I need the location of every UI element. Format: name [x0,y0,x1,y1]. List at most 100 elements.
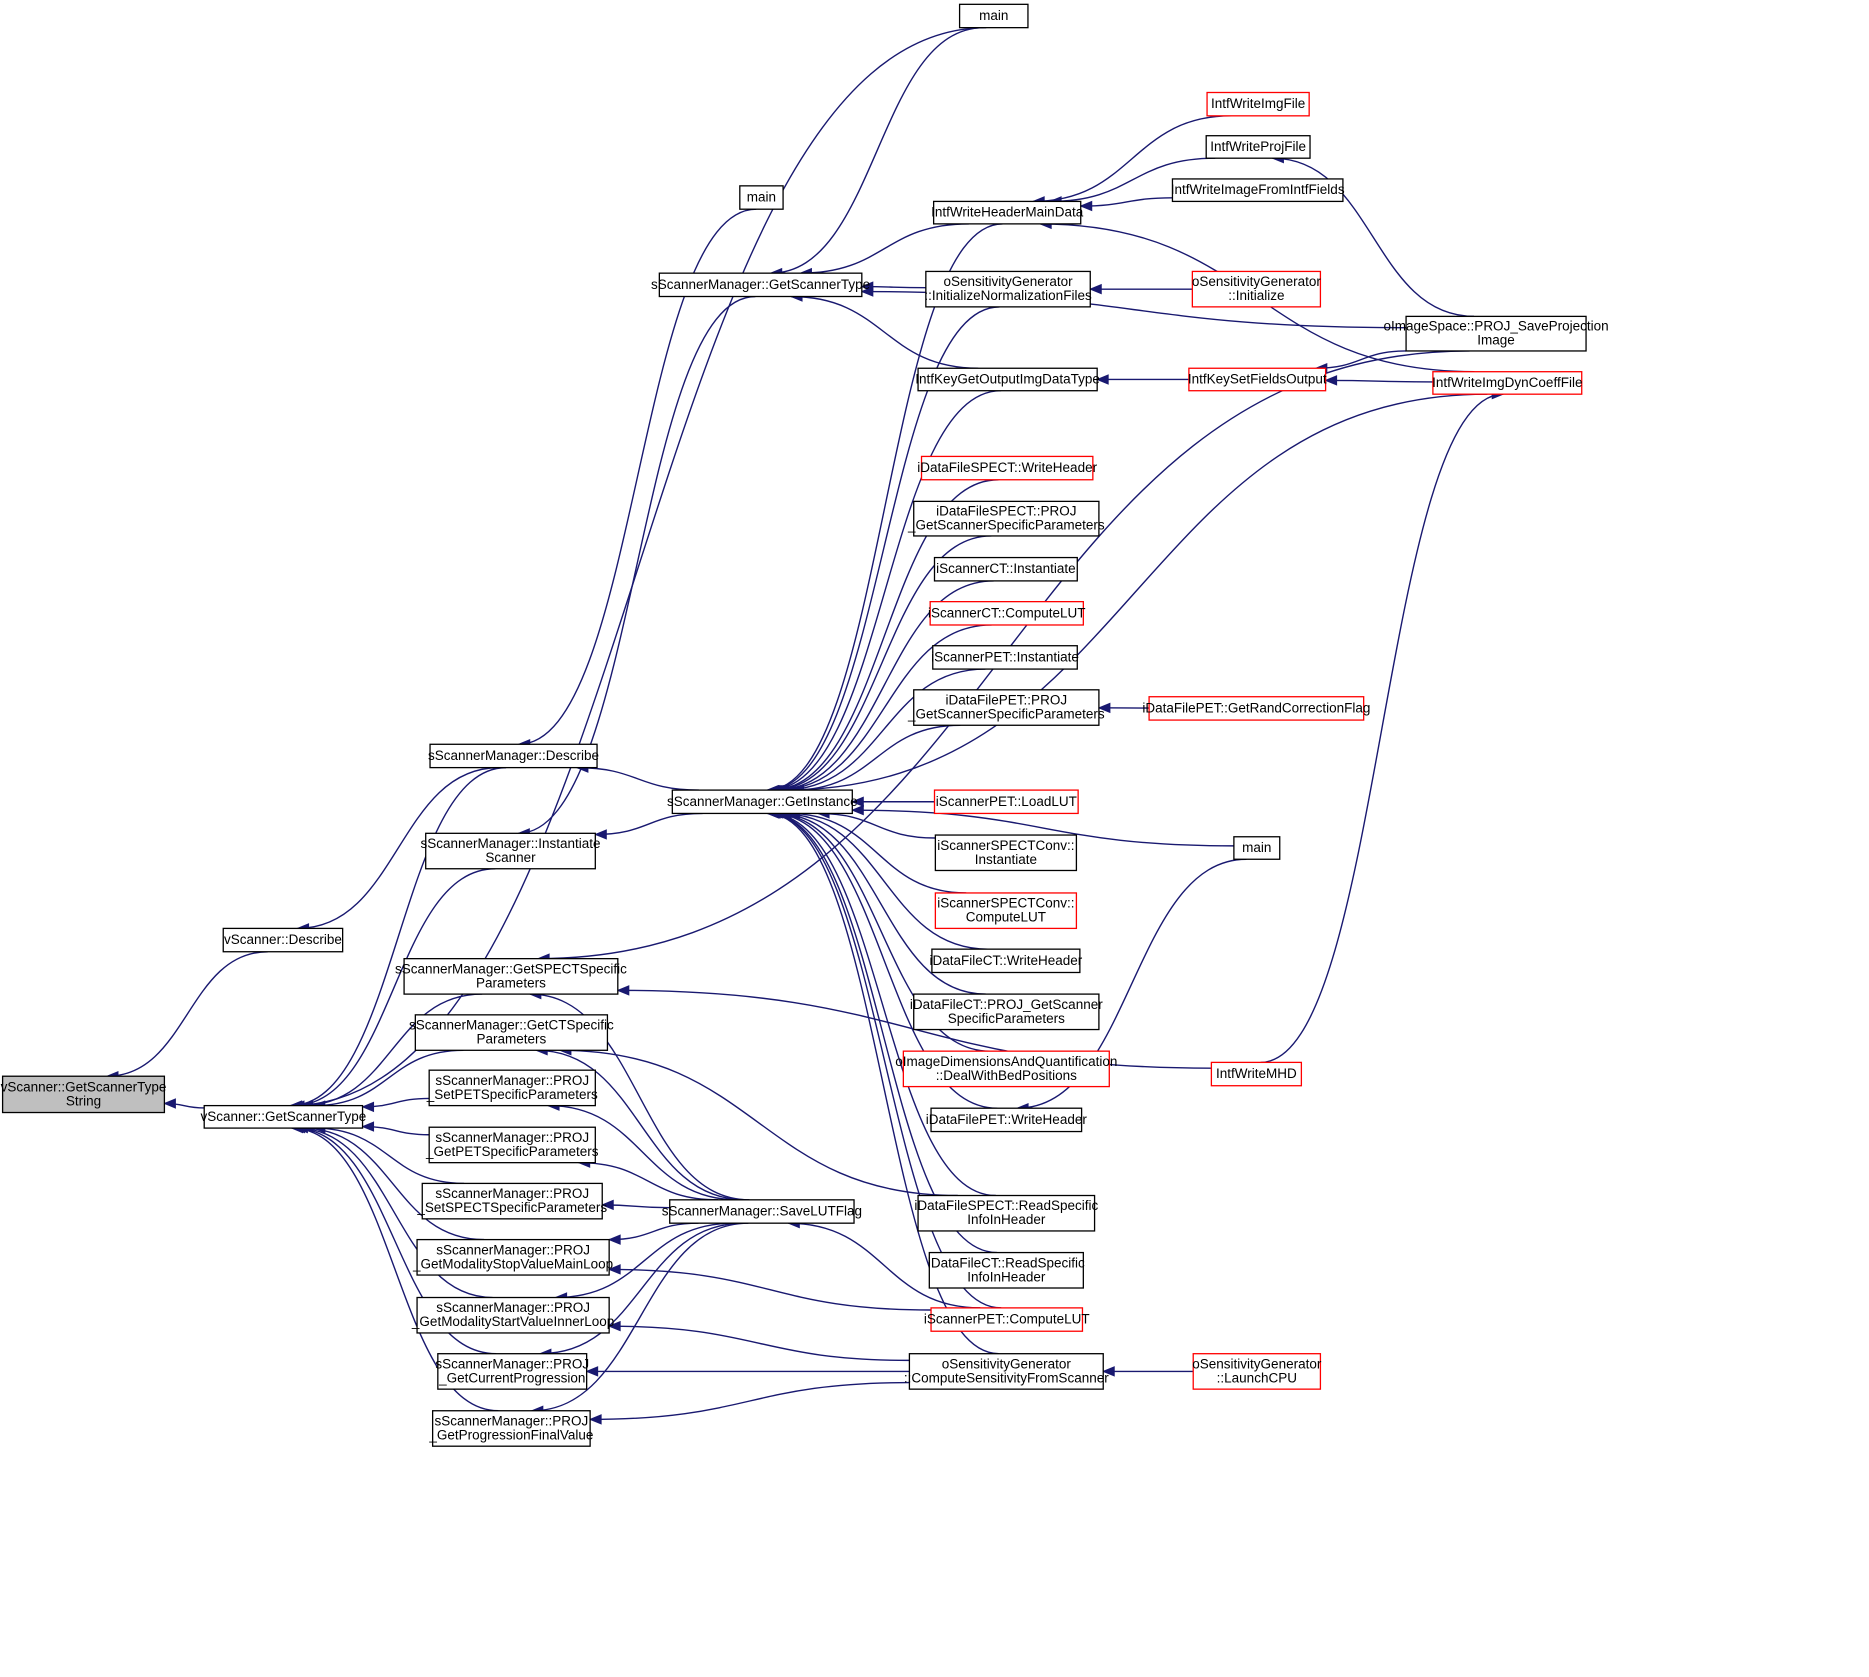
node-label: InfoInHeader [967,1269,1046,1284]
node-label: sScannerManager::Describe [428,748,599,763]
edge-oSensLaunch-to-oSensCompute [1101,1366,1194,1377]
node-box [1233,836,1281,860]
node-label: IntfKeyGetOutputImgDataType [915,371,1100,386]
node-label: ::ComputeSensitivityFromScanner [904,1370,1109,1385]
node-label: sScannerManager::PROJ [436,1242,590,1257]
edge-oSensCompute-to-sCurProg [585,1366,910,1377]
node-iSPETLUT[interactable]: iScannerPET::ComputeLUT [924,1307,1090,1332]
edge-line [296,1127,493,1299]
node-intfImgFields[interactable]: IntfWriteImageFromIntfFields [1171,178,1345,203]
node-oImgDim[interactable]: oImageDimensionsAndQuantification::DealW… [895,1050,1117,1088]
node-box [932,200,1082,225]
node-box [913,689,1100,726]
node-sSetSPECT[interactable]: sScannerManager::PROJ_SetSPECTSpecificPa… [416,1182,607,1220]
node-sGetPET[interactable]: sScannerManager::PROJ_GetPETSpecificPara… [425,1126,599,1164]
edge-sSaveLUT-to-sSetSPECT [600,1199,670,1211]
node-iDFPETRand[interactable]: iDataFilePET::GetRandCorrectionFlag [1142,696,1370,721]
edge-line [788,1222,981,1309]
arrowhead-icon [1101,1366,1115,1377]
node-iDFPETProj[interactable]: iDataFilePET::PROJ_GetScannerSpecificPar… [907,689,1105,726]
node-sGST[interactable]: sScannerManager::GetScannerType [651,272,870,298]
node-sSaveLUT[interactable]: sScannerManager::SaveLUTFlag [662,1199,862,1224]
node-vGST[interactable]: vScanner::GetScannerType [200,1104,366,1129]
arrowhead-icon [585,1366,599,1377]
node-iDFSPECTProj[interactable]: iDataFileSPECT::PROJ_GetScannerSpecificP… [907,500,1105,537]
node-oSensCompute[interactable]: oSensitivityGenerator::ComputeSensitivit… [904,1353,1109,1390]
arrowhead-icon [1079,200,1093,212]
node-sFinalProg[interactable]: sScannerManager::PROJ_GetProgressionFina… [428,1410,593,1447]
node-label: ::LaunchCPU [1217,1370,1297,1385]
node-box [1192,1353,1322,1390]
node-iDFCTWH[interactable]: iDataFileCT::WriteHeader [929,948,1083,974]
edge-line [1080,197,1173,207]
edge-line [781,668,986,791]
edge-line [769,390,1002,791]
node-sStopMain[interactable]: sScannerManager::PROJ_GetModalityStopVal… [412,1238,613,1276]
edge-line [770,479,999,791]
edge-line [783,393,1488,791]
node-label: iScannerPET::Instantiate [931,649,1079,664]
node-label: oImageDimensionsAndQuantification [895,1054,1117,1069]
node-iDFSPECTWH[interactable]: iDataFileSPECT::WriteHeader [917,455,1098,481]
node-iSSCLUT[interactable]: iScannerSPECTConv::ComputeLUT [934,892,1078,930]
node-intfProj[interactable]: IntfWriteProjFile [1205,135,1311,159]
node-box [913,993,1100,1031]
edge-line [609,1325,910,1362]
node-iSPETLoad[interactable]: iScannerPET::LoadLUT [933,789,1079,815]
node-main2[interactable]: main [739,185,784,210]
node-sCurProg[interactable]: sScannerManager::PROJ_GetCurrentProgress… [435,1353,589,1390]
arrowhead-icon [850,796,864,808]
node-label: InfoInHeader [967,1212,1046,1227]
node-intfImg[interactable]: IntfWriteImgFile [1206,91,1310,117]
edge-line [852,809,1234,847]
node-label: main [1242,840,1271,855]
node-label: sScannerManager::PROJ [435,1130,589,1145]
node-intfHeaderMain[interactable]: IntfWriteHeaderMainData [931,200,1084,225]
node-label: sScannerManager::GetInstance [667,794,858,809]
node-iDFCTProj[interactable]: iDataFileCT::PROJ_GetScannerSpecificPara… [910,993,1103,1031]
edge-line [529,993,750,1201]
node-iDFPETWH[interactable]: iDataFilePET::WriteHeader [926,1107,1088,1133]
arrowhead-icon [850,804,864,816]
node-iSSCInst[interactable]: iScannerSPECTConv::Instantiate [934,834,1078,872]
edge-line [791,295,979,369]
edge-line [590,1381,910,1421]
node-oSensLaunch[interactable]: oSensitivityGenerator::LaunchCPU [1192,1353,1322,1390]
node-vDescribe[interactable]: vScanner::Describe [222,927,344,953]
node-main1[interactable]: main [958,3,1029,29]
node-label: sScannerManager::PROJ [436,1300,590,1315]
node-iSCTInst[interactable]: iScannerCT::Instantiate [933,556,1078,582]
edge-line [788,812,967,894]
node-box [929,600,1084,626]
node-sDescribe[interactable]: sScannerManager::Describe [428,743,599,769]
node-iSCTLUT[interactable]: iScannerCT::ComputeLUT [928,600,1086,626]
node-main3[interactable]: main [1233,836,1281,860]
node-sGetInstance[interactable]: sScannerManager::GetInstance [667,789,858,815]
edge-line [1325,379,1433,383]
node-intfKeyGet[interactable]: IntfKeyGetOutputImgDataType [915,367,1100,392]
edge-iSPETLoad-to-sGetInstance [850,796,935,808]
node-oSensInitNorm[interactable]: oSensitivityGenerator::InitializeNormali… [924,270,1092,308]
node-intfMHD[interactable]: IntfWriteMHD [1210,1061,1303,1087]
node-label: vScanner::Describe [224,932,342,947]
node-sStartInner[interactable]: sScannerManager::PROJ_GetModalityStartVa… [411,1296,614,1334]
node-intfKeySet[interactable]: IntfKeySetFieldsOutput [1188,367,1327,392]
edge-line [609,1268,932,1311]
node-label: sScannerManager::SaveLUTFlag [662,1204,862,1219]
node-box [933,789,1079,815]
node-label: iDataFileCT::WriteHeader [929,953,1082,968]
node-sSPECTSpec[interactable]: sScannerManager::GetSPECTSpecificParamet… [395,958,627,995]
node-iSPETInst[interactable]: iScannerPET::Instantiate [931,645,1079,670]
node-sSetPET[interactable]: sScannerManager::PROJ_SetPETSpecificPara… [426,1069,598,1107]
node-intfDyn[interactable]: IntfWriteImgDynCoeffFile [1432,371,1582,395]
node-box [739,185,784,210]
node-box [934,834,1078,872]
node-oSensInit[interactable]: oSensitivityGenerator::Initialize [1191,270,1322,308]
edge-iDFCTRead-to-sGetInstance [767,808,998,1254]
